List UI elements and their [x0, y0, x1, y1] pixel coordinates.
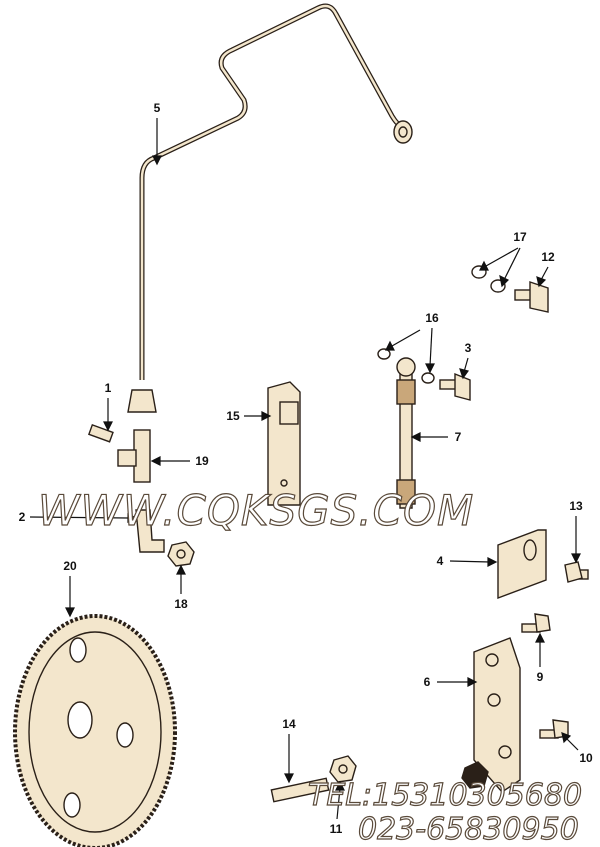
watermark-phone: 023-65830950: [357, 812, 579, 847]
callout-4: 4: [436, 554, 444, 568]
nut-part-11: [329, 755, 357, 783]
callout-18: 18: [174, 597, 188, 611]
bolt-part-9: [521, 613, 551, 633]
callout-10: 10: [579, 751, 593, 765]
callout-3: 3: [464, 341, 472, 355]
fitting-part-1: [87, 423, 114, 443]
callout-13: 13: [569, 499, 583, 513]
callout-2: 2: [18, 510, 26, 524]
tube-nut: [127, 389, 157, 413]
callout-5: 5: [153, 101, 161, 115]
washer-part-16a: [377, 348, 391, 360]
elbow-part-2: [135, 509, 165, 553]
callout-11: 11: [329, 822, 343, 836]
nut-part-18: [167, 541, 195, 567]
gear-part-20: [13, 614, 177, 847]
stud-part-14: [270, 777, 330, 803]
callout-9: 9: [536, 670, 544, 684]
callout-17: 17: [513, 230, 527, 244]
fuel-tube-part-5: [139, 3, 405, 380]
callout-7: 7: [454, 430, 462, 444]
banjo-eye: [393, 120, 413, 144]
callout-14: 14: [282, 717, 296, 731]
callout-20: 20: [63, 559, 77, 573]
bolt-part-12: [514, 281, 549, 313]
callout-19: 19: [195, 454, 209, 468]
washer-part-17b: [490, 279, 506, 293]
bolt-part-13: [564, 561, 589, 583]
bracket-part-6: [473, 637, 521, 793]
washer-part-16b: [421, 372, 435, 384]
callout-12: 12: [541, 250, 555, 264]
callout-16: 16: [425, 311, 439, 325]
callout-6: 6: [423, 675, 431, 689]
bolt-part-3: [439, 372, 471, 401]
watermark-tel: TEL:15310305680: [307, 778, 583, 813]
leader-lines: [29, 118, 581, 820]
watermark-site: WWW.CQKSGS.COM: [37, 486, 475, 535]
bracket-part-4: [497, 529, 547, 600]
washer-part-17a: [471, 265, 487, 279]
callout-1: 1: [104, 381, 112, 395]
callout-15: 15: [226, 409, 240, 423]
nut-part-6: [461, 761, 489, 789]
